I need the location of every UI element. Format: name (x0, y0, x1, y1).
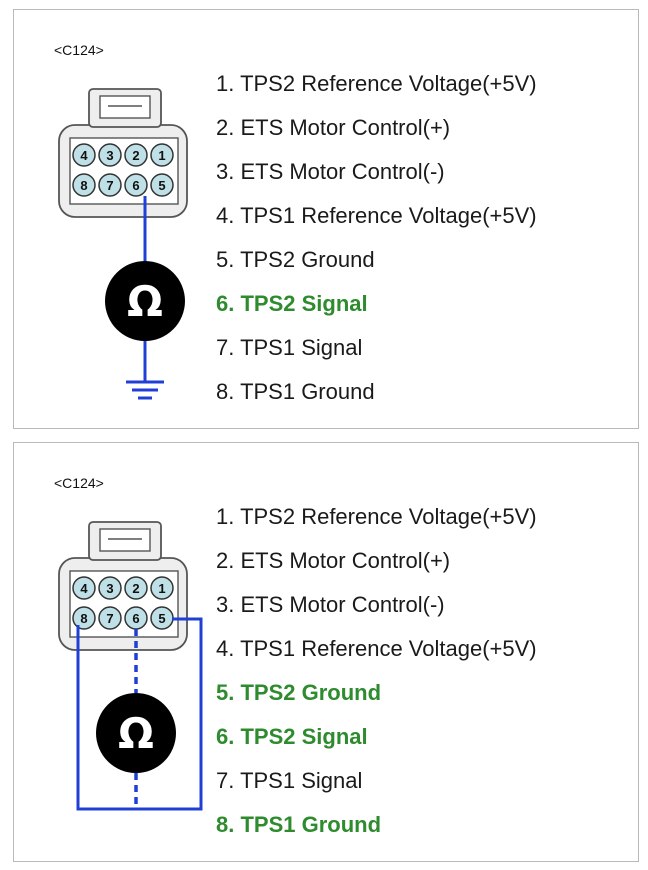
cavity-label: 7 (106, 178, 113, 193)
cavity-2 (124, 143, 148, 167)
cavity-label: 1 (158, 148, 165, 163)
cavity-label: 5 (158, 178, 165, 193)
pin-8: 8. TPS1 Ground (216, 812, 382, 837)
continuity-test-panel-1: <C124> 4 3 2 1 8 7 6 5 (13, 9, 639, 429)
pin-list: 1. TPS2 Reference Voltage(+5V) 2. ETS Mo… (216, 495, 537, 847)
meter: Ω (96, 693, 176, 773)
pin-2: 2. ETS Motor Control(+) (216, 115, 451, 140)
pin-7: 7. TPS1 Signal (216, 335, 363, 360)
cavity-8 (72, 173, 96, 197)
ground-loop-wire (76, 617, 203, 811)
connector-diagram: 4 3 2 1 8 7 6 5 Ω (58, 521, 203, 811)
cavity-label: 3 (106, 148, 113, 163)
meter: Ω (105, 261, 185, 341)
pin-3: 3. ETS Motor Control(-) (216, 592, 445, 617)
cavity-8 (72, 606, 96, 630)
cavity-1 (150, 143, 174, 167)
cavity-label: 6 (132, 178, 139, 193)
ohm-symbol: Ω (127, 277, 163, 326)
cavity-5 (150, 173, 174, 197)
cavity-7 (98, 606, 122, 630)
cavity-label: 2 (132, 148, 139, 163)
cavity-4 (72, 576, 96, 600)
pin-6: 6. TPS2 Signal (216, 724, 368, 749)
connector-id: <C124> (54, 42, 104, 58)
connector-id: <C124> (54, 475, 104, 491)
ohmmeter-icon (96, 693, 176, 773)
pin-4: 4. TPS1 Reference Voltage(+5V) (216, 636, 537, 661)
ground-icon (126, 380, 164, 400)
cavity-label: 5 (158, 611, 165, 626)
pin-4: 4. TPS1 Reference Voltage(+5V) (216, 203, 537, 228)
pin-1: 1. TPS2 Reference Voltage(+5V) (216, 71, 537, 96)
cavity-label: 1 (158, 581, 165, 596)
cavity-label: 6 (132, 611, 139, 626)
cavity-label: 7 (106, 611, 113, 626)
pin-list: 1. TPS2 Reference Voltage(+5V) 2. ETS Mo… (216, 62, 537, 414)
pin-1: 1. TPS2 Reference Voltage(+5V) (216, 504, 537, 529)
cavity-label: 8 (80, 611, 87, 626)
ohm-symbol: Ω (118, 709, 154, 758)
cavity-2 (124, 576, 148, 600)
cavity-label: 2 (132, 581, 139, 596)
pin-2: 2. ETS Motor Control(+) (216, 548, 451, 573)
cavity-6 (124, 173, 148, 197)
ohmmeter-icon (105, 261, 185, 341)
pin-5: 5. TPS2 Ground (216, 247, 375, 272)
pin-5: 5. TPS2 Ground (216, 680, 382, 705)
cavity-label: 8 (80, 178, 87, 193)
cavity-label: 4 (80, 148, 88, 163)
continuity-test-panel-2: <C124> 4 3 2 1 8 7 6 5 (13, 442, 639, 862)
cavity-label: 4 (80, 581, 88, 596)
connector-diagram: 4 3 2 1 8 7 6 5 Ω (58, 88, 188, 400)
cavity-3 (98, 143, 122, 167)
pin-7: 7. TPS1 Signal (216, 768, 363, 793)
cavity-4 (72, 143, 96, 167)
cavity-7 (98, 173, 122, 197)
pin-8: 8. TPS1 Ground (216, 379, 375, 404)
pin-3: 3. ETS Motor Control(-) (216, 159, 445, 184)
pin-6: 6. TPS2 Signal (216, 291, 368, 316)
cavity-label: 3 (106, 581, 113, 596)
pin-cavities (72, 143, 174, 197)
cavity-1 (150, 576, 174, 600)
cavity-3 (98, 576, 122, 600)
